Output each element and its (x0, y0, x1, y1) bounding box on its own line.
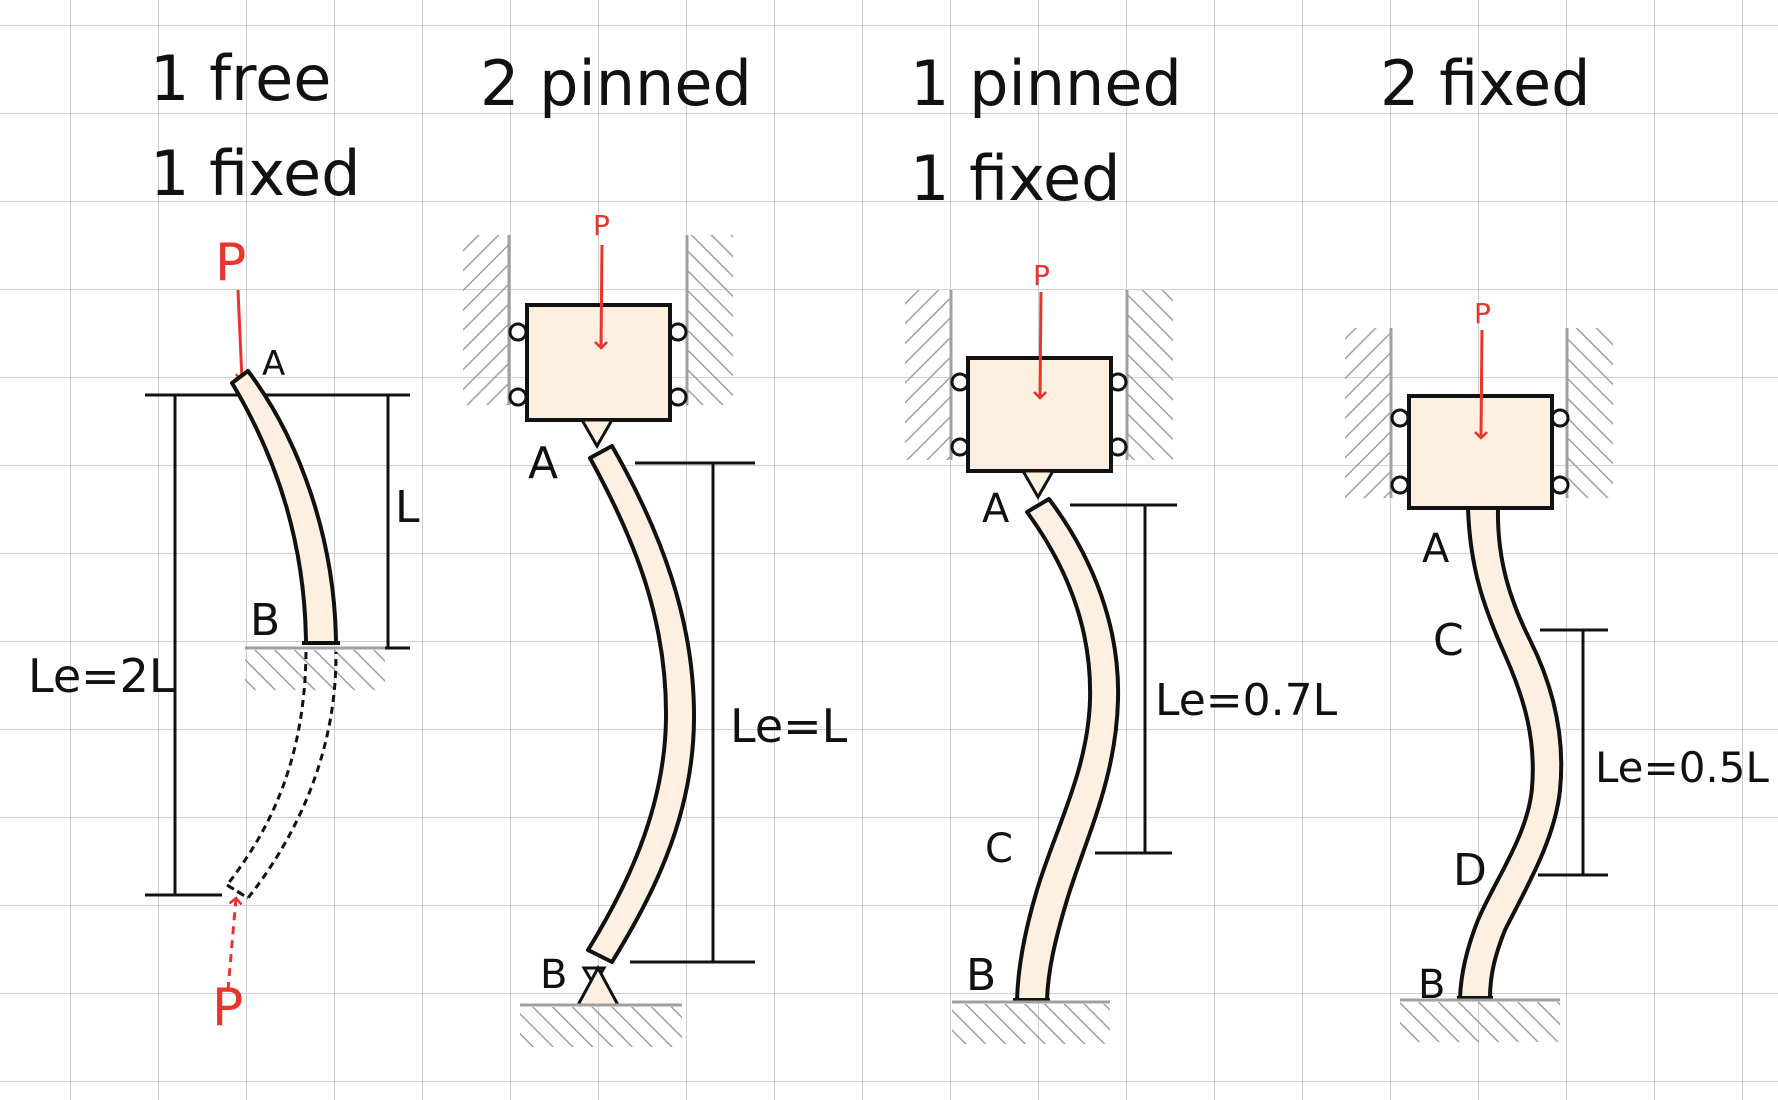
case4-effective-length: Le=0.5L (1595, 743, 1769, 792)
case3-heading-line2: 1 fixed (910, 142, 1121, 215)
case3-heading-line1: 1 pinned (910, 47, 1182, 120)
case2-roller (508, 322, 528, 342)
case2-roller (668, 387, 688, 407)
case-pinned-fixed: 1 pinned 1 fixed P Le=0.7L A C B (905, 47, 1338, 1044)
case4-label-B: B (1418, 962, 1445, 1008)
case3-load-arrow (1033, 291, 1047, 400)
case3-label-A: A (982, 486, 1010, 532)
case4-roller (1550, 475, 1570, 495)
case3-label-C: C (985, 826, 1013, 872)
case1-load-arrow (234, 289, 249, 382)
case1-heading-line2: 1 fixed (150, 137, 361, 210)
case2-load-arrow (594, 244, 608, 350)
case2-bottom-pin (575, 964, 621, 1007)
case-fixed-fixed: 2 fixed P Le=0.5L A C D B (1345, 47, 1769, 1042)
case2-ground (520, 1007, 682, 1047)
case2-top-pin (579, 418, 615, 450)
case3-wall-left (905, 290, 951, 460)
case2-label-B: B (540, 952, 567, 998)
case3-top-pin (1020, 469, 1056, 501)
case-pinned-pinned: 2 pinned P Le=L A B (463, 47, 848, 1047)
case2-wall-left (463, 235, 509, 405)
case1-effective-length: Le=2L (28, 649, 175, 703)
case1-mirror-load-label: P (212, 978, 243, 1038)
case4-wall-left (1345, 328, 1391, 498)
case3-roller (950, 372, 970, 392)
case-free-fixed: 1 free 1 fixed P L Le=2L P A B (28, 42, 420, 1038)
case4-load-label: P (1474, 297, 1491, 330)
case2-roller (668, 322, 688, 342)
case1-fixed-support (245, 650, 385, 690)
case4-roller (1390, 408, 1410, 428)
case4-roller (1550, 408, 1570, 428)
case1-mirror-end (226, 883, 249, 900)
case3-fixed-support (952, 1004, 1110, 1044)
case2-wall-right (687, 235, 733, 405)
case1-load-label: P (215, 233, 246, 293)
case3-load-label: P (1033, 259, 1050, 292)
case4-heading: 2 fixed (1380, 47, 1591, 120)
case1-heading-line1: 1 free (150, 42, 331, 115)
case3-effective-length: Le=0.7L (1155, 675, 1338, 726)
case3-label-B: B (966, 950, 996, 1001)
case2-heading: 2 pinned (480, 47, 752, 120)
case4-roller (1390, 475, 1410, 495)
case3-wall-right (1127, 290, 1173, 460)
case2-label-A: A (528, 438, 558, 489)
case3-column (1015, 497, 1121, 1002)
case4-column (1458, 506, 1564, 1000)
case1-label-B: B (250, 595, 280, 646)
case1-mirror-load-arrow (226, 896, 243, 991)
case2-rigid-block (525, 303, 672, 422)
case2-column (586, 444, 697, 964)
case2-load-label: P (593, 209, 610, 242)
case4-load-arrow (1474, 329, 1488, 440)
case4-label-D: D (1453, 845, 1487, 896)
case4-label-A: A (1422, 526, 1450, 572)
case4-wall-right (1567, 328, 1613, 498)
case3-roller (950, 437, 970, 457)
case1-length-label: L (395, 482, 420, 533)
case1-label-A: A (262, 344, 285, 384)
case2-effective-length: Le=L (730, 699, 848, 753)
case4-label-C: C (1433, 615, 1464, 666)
case2-roller (508, 387, 528, 407)
case4-fixed-support (1400, 1002, 1560, 1042)
case1-column (230, 369, 338, 645)
